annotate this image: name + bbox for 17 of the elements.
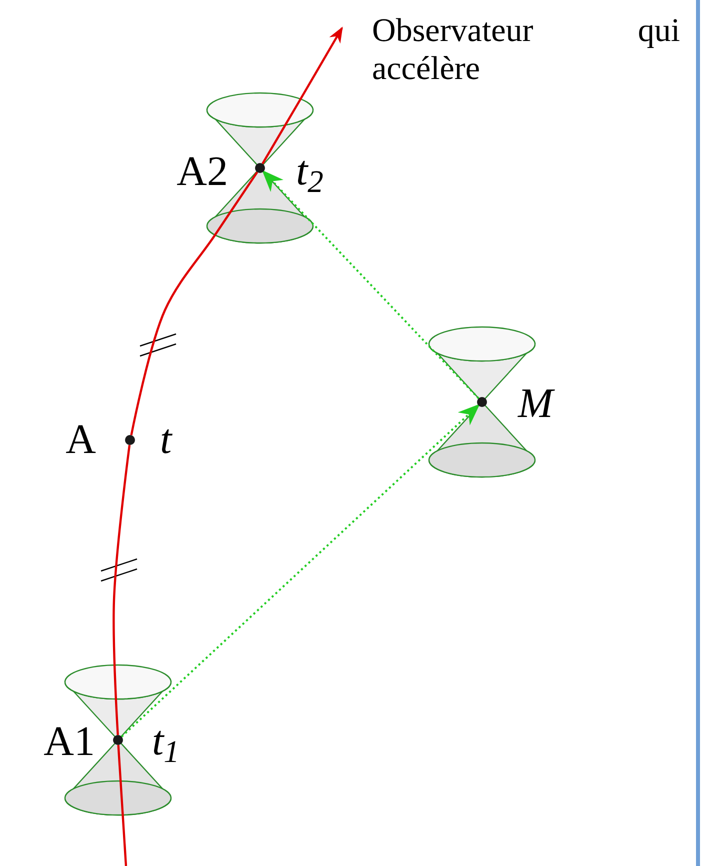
light-signal-arrow (262, 170, 480, 400)
point-label: A2 (176, 151, 228, 193)
time-label: M (518, 383, 553, 425)
point-label: A1 (44, 721, 95, 763)
event-point (125, 435, 135, 445)
time-label: t (160, 419, 172, 461)
point-label: A (66, 419, 96, 461)
time-label: t$_{1}$ (152, 720, 180, 768)
time-label: t$_{2}$ (296, 150, 324, 198)
event-point (113, 735, 123, 745)
worldline (117, 744, 128, 866)
worldline (262, 26, 343, 164)
observer-caption: Observateur qui accélère (372, 12, 680, 88)
worldline (130, 172, 258, 436)
event-point (255, 163, 265, 173)
worldline (112, 444, 131, 736)
light-signal-arrow (120, 404, 480, 738)
